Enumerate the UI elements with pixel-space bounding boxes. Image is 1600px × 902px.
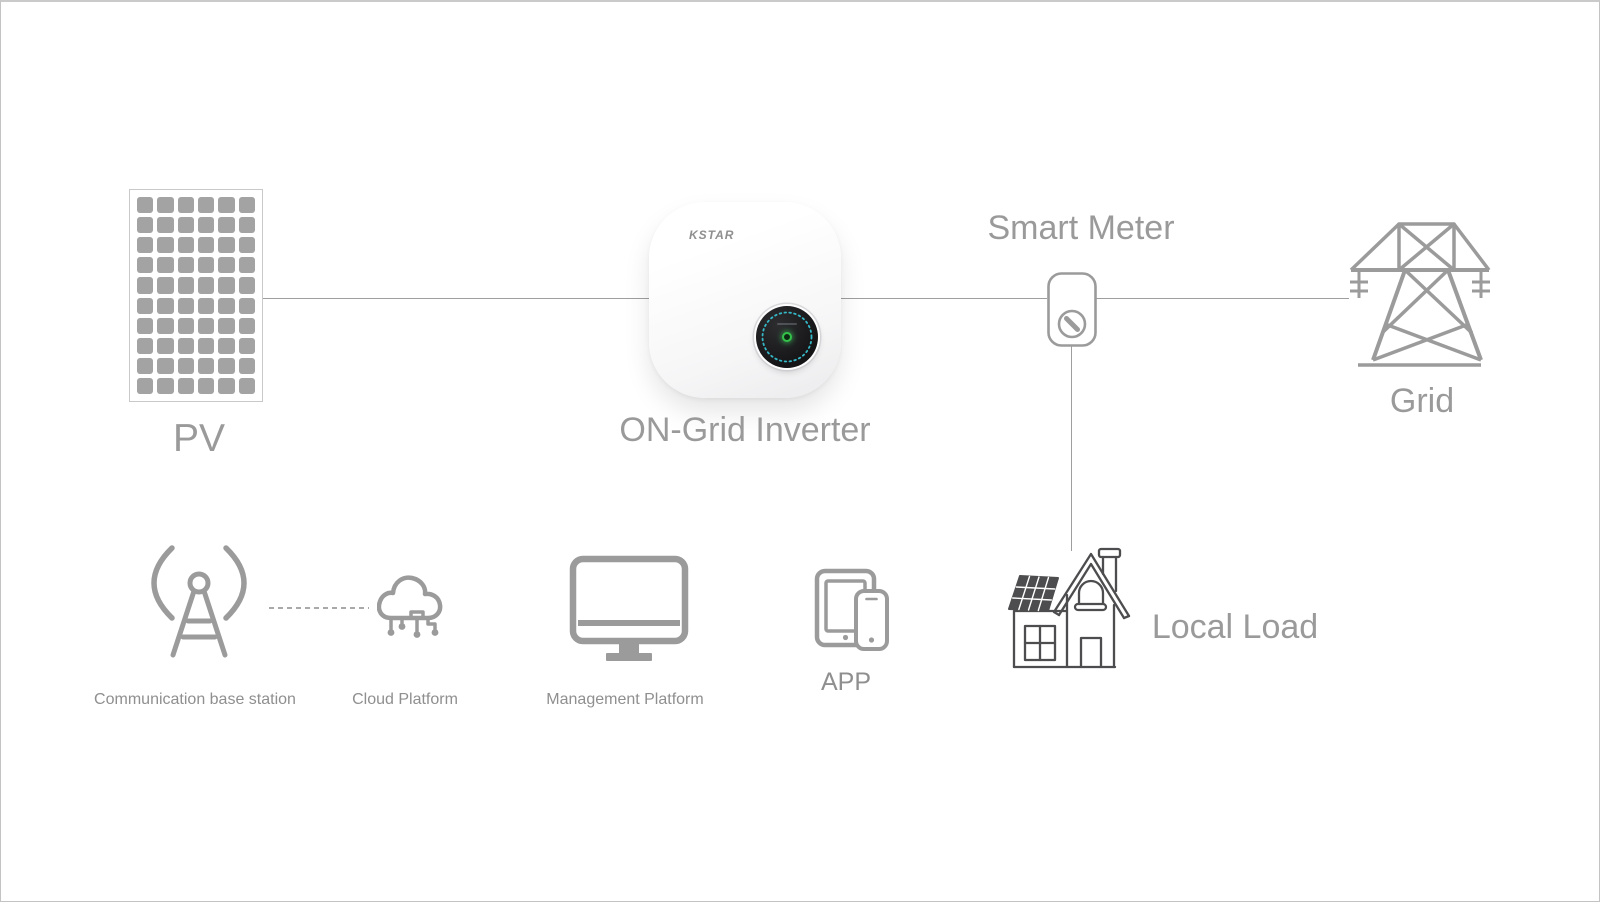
pv-cell [198,217,215,234]
local-load-label: Local Load [1151,608,1319,646]
pv-cell [157,297,174,314]
wire-pv-to-inverter [263,298,649,300]
grid-tower-icon [1349,222,1491,367]
cloud-platform-label: Cloud Platform [352,691,458,708]
pv-cell [198,277,215,294]
pv-cell [238,377,255,394]
wire-meter-to-load [1071,346,1073,551]
pv-cell [198,257,215,274]
pv-cell [198,237,215,254]
phone-icon [854,589,889,651]
rooftop-solar-panel [1008,575,1059,612]
pv-cell [218,257,235,274]
pv-cell [157,277,174,294]
pv-cell [137,377,154,394]
pv-cell [157,237,174,254]
pv-cell [177,377,194,394]
management-platform-label: Management Platform [546,691,704,708]
smart-meter-icon [1047,272,1097,347]
pv-cell [177,217,194,234]
pv-cell [177,257,194,274]
grid-label: Grid [1389,382,1455,420]
inverter-dashed-ring [761,311,813,363]
pv-cell-grid [137,197,255,394]
pv-cell [177,317,194,334]
pv-cell [238,337,255,354]
pv-cell [137,317,154,334]
pv-cell [157,357,174,374]
management-platform-monitor-icon [569,555,689,661]
pv-cell [218,357,235,374]
app-label: APP [820,668,872,696]
pv-cell [218,337,235,354]
cloud-platform-icon [377,575,443,638]
pv-cell [218,237,235,254]
pv-cell [218,277,235,294]
pv-cell [218,297,235,314]
pv-cell [238,217,255,234]
pv-cell [157,257,174,274]
pv-cell [198,377,215,394]
inverter-device: KSTAR [649,202,841,398]
inverter-display-text [777,323,797,326]
wire-meter-to-grid [1096,298,1349,300]
pv-cell [177,277,194,294]
pv-cell [137,357,154,374]
pv-cell [157,217,174,234]
wire-station-to-cloud-dashed [269,607,369,609]
pv-cell [137,217,154,234]
pv-cell [198,197,215,214]
pv-cell [238,297,255,314]
pv-cell [238,257,255,274]
pv-cell [198,297,215,314]
base-station-icon [151,545,247,658]
pv-cell [157,377,174,394]
pv-cell [218,197,235,214]
pv-cell [137,257,154,274]
pv-cell [198,357,215,374]
pv-cell [177,297,194,314]
wire-inverter-to-meter [841,298,1047,300]
pv-cell [157,317,174,334]
pv-cell [238,277,255,294]
pv-panel-icon [129,189,263,402]
pv-cell [177,237,194,254]
pv-cell [218,217,235,234]
kstar-brand-logo: KSTAR [689,228,735,242]
app-devices-icon [814,568,889,651]
pv-cell [137,237,154,254]
pv-cell [218,377,235,394]
pv-cell [198,337,215,354]
pv-cell [238,357,255,374]
pv-cell [177,337,194,354]
pv-cell [218,317,235,334]
inverter-led [782,332,792,342]
pv-cell [137,277,154,294]
base-station-label: Communication base station [94,691,296,708]
pv-cell [238,197,255,214]
inverter-label: ON-Grid Inverter [619,411,871,449]
smart-meter-label: Smart Meter [987,209,1175,247]
pv-cell [137,337,154,354]
pv-cell [157,197,174,214]
pv-cell [238,237,255,254]
pv-cell [157,337,174,354]
inverter-display [756,306,818,368]
pv-cell [137,197,154,214]
pv-cell [177,197,194,214]
pv-label: PV [172,417,226,460]
local-load-house-icon [1008,547,1131,669]
pv-cell [198,317,215,334]
pv-cell [137,297,154,314]
pv-cell [238,317,255,334]
pv-cell [177,357,194,374]
